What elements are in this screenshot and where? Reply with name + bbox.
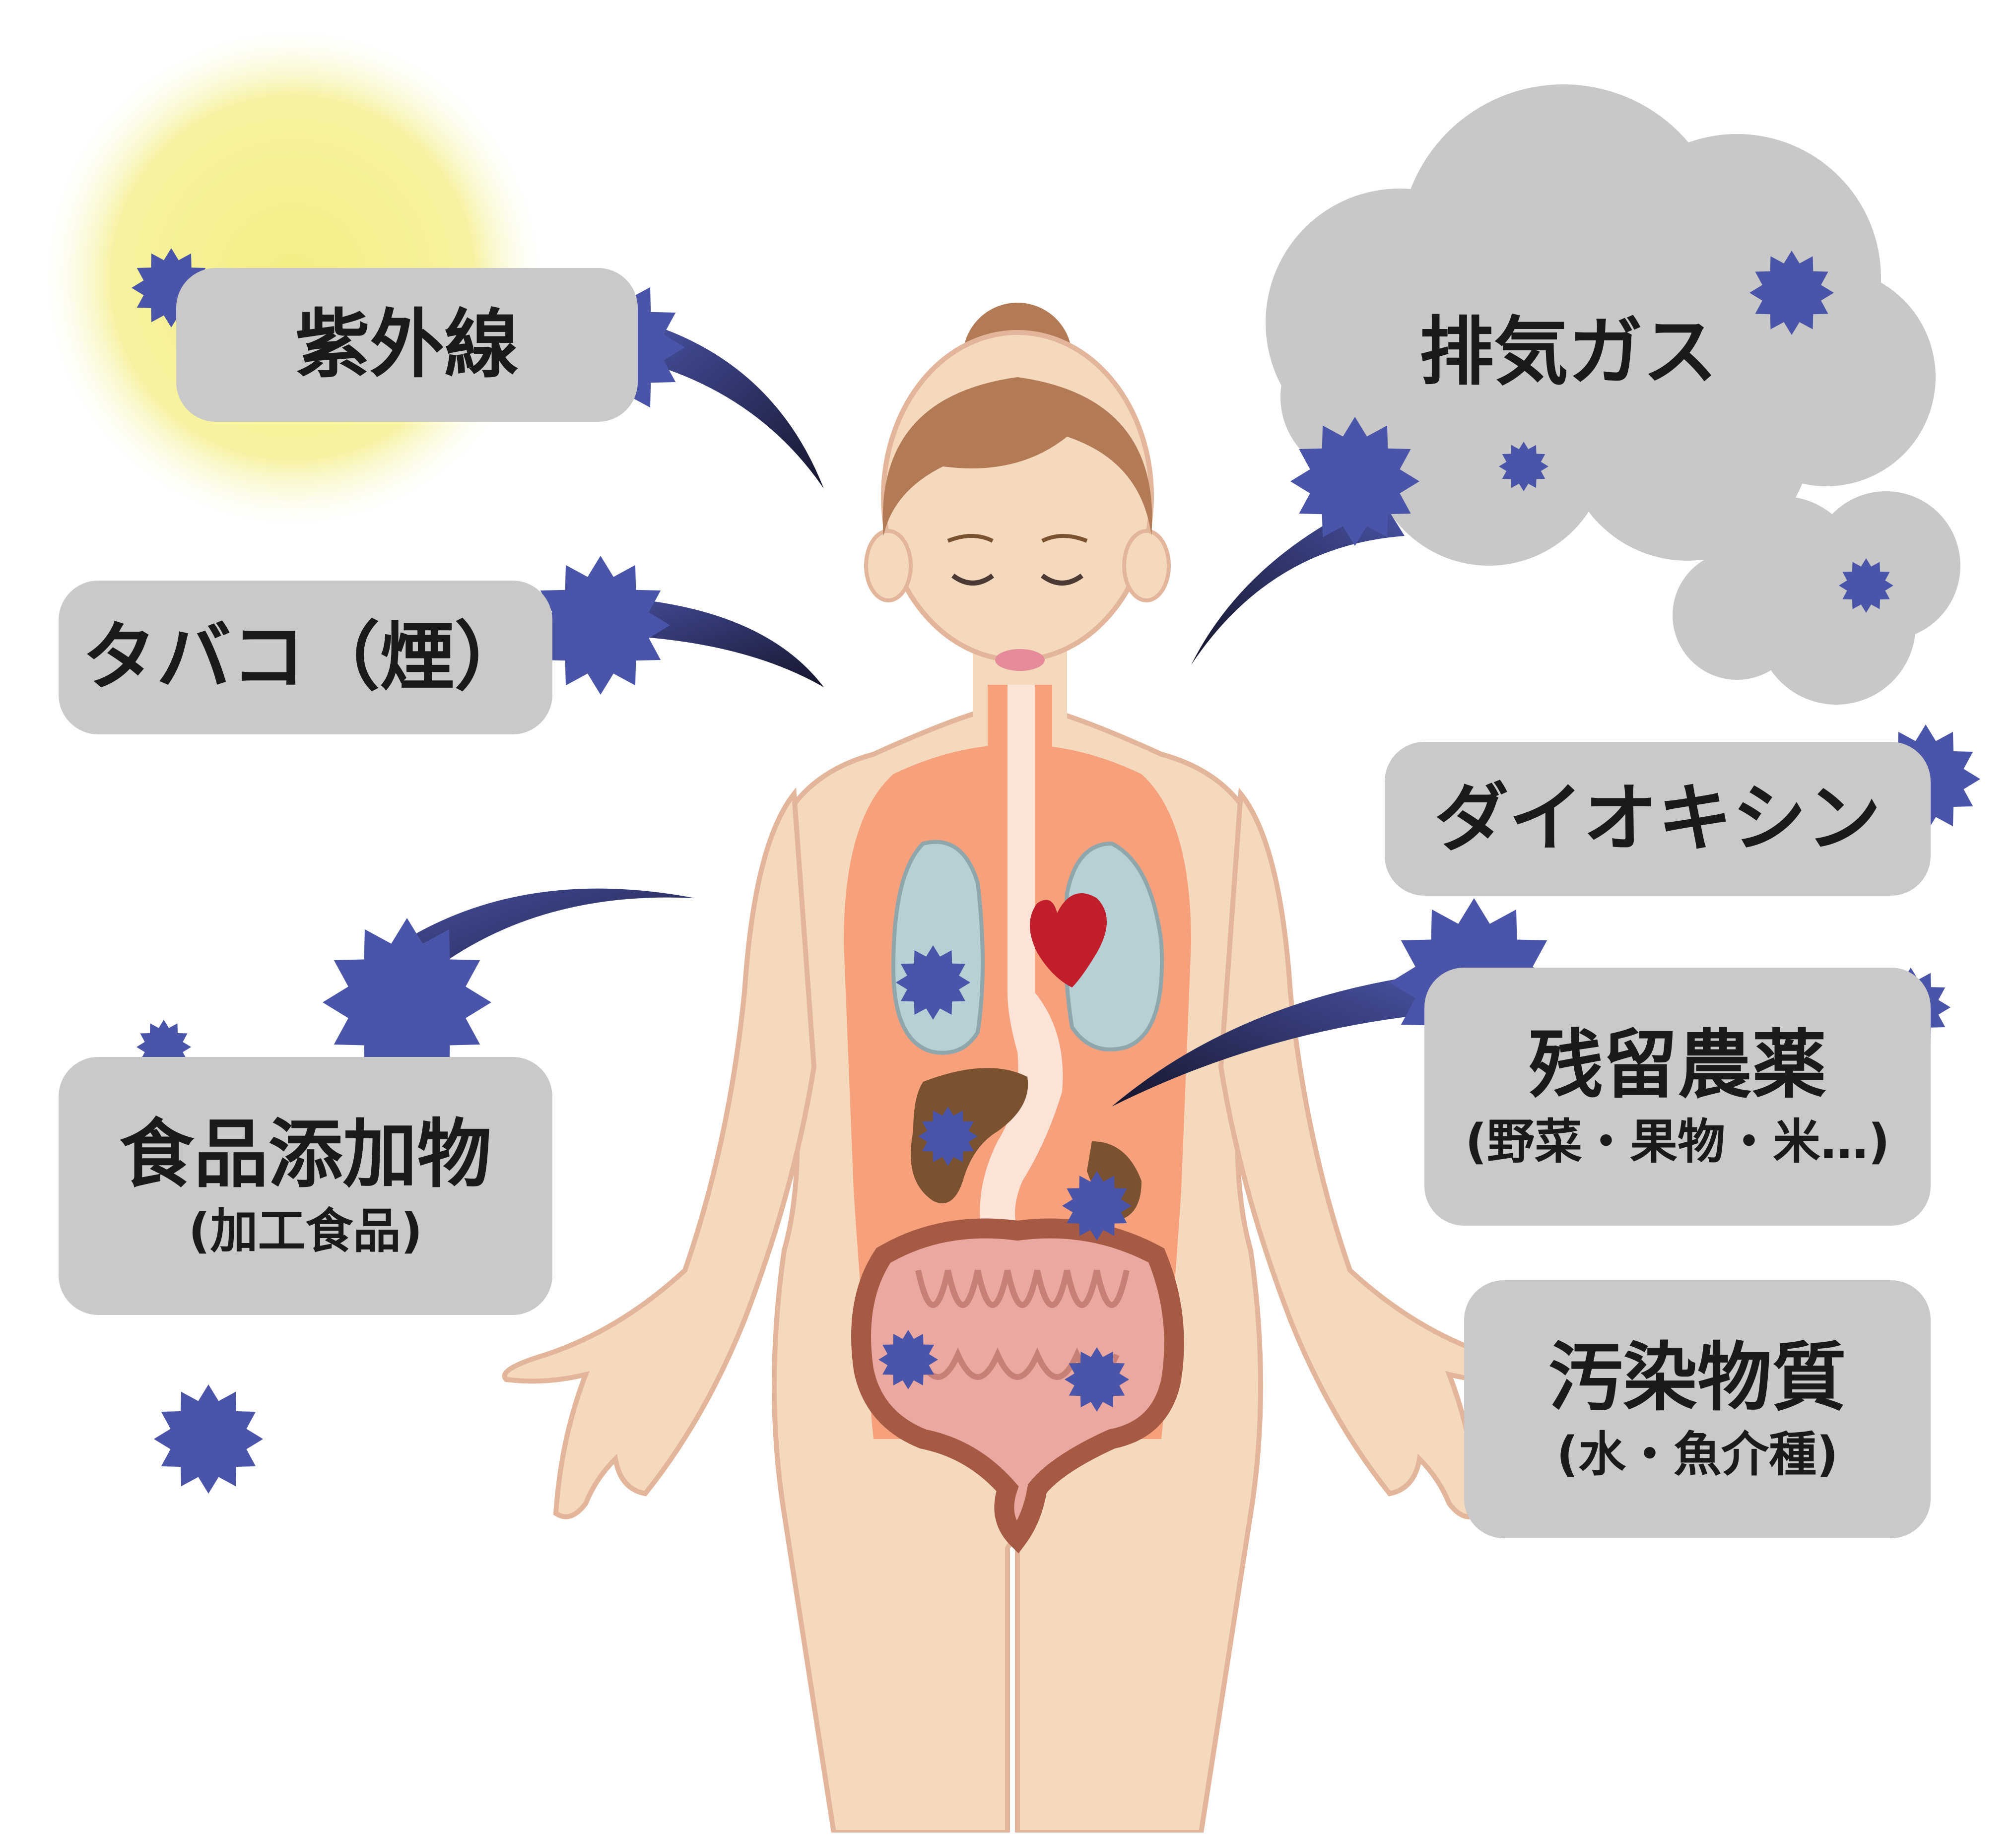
toxin-star-icon: [1290, 417, 1419, 546]
label-exhaust: 排気ガス: [1350, 270, 1787, 434]
label-dioxin: ダイオキシン: [1385, 742, 1931, 896]
toxin-star-icon: [1499, 442, 1548, 491]
label-pesticide: 残留農薬 (野菜・果物・米…): [1424, 968, 1931, 1226]
label-dioxin-title: ダイオキシン: [1434, 775, 1881, 862]
label-food-additives-title: 食品添加物: [119, 1112, 492, 1198]
toxin-star-icon: [878, 1330, 938, 1389]
label-pollutants-sub: (水・魚介種): [1556, 1426, 1838, 1482]
label-pesticide-title: 残留農薬: [1528, 1022, 1826, 1109]
toxin-star-icon: [1749, 251, 1834, 335]
uv-trail: [625, 323, 824, 489]
label-uv-title: 紫外線: [295, 301, 519, 388]
human-body-figure: [502, 303, 1543, 1835]
toxin-star-icon: [1062, 1171, 1132, 1241]
label-food-additives-sub: (加工食品): [188, 1203, 423, 1259]
pesticide-trail: [1112, 973, 1449, 1107]
label-tobacco: タバコ（煙）: [59, 581, 552, 734]
label-pollutants-title: 汚染物質: [1548, 1335, 1846, 1422]
label-pollutants: 汚染物質 (水・魚介種): [1464, 1280, 1931, 1538]
label-uv: 紫外線: [176, 268, 638, 422]
heart-icon: [1030, 893, 1107, 987]
smog-cloud-icon: [1266, 84, 1960, 705]
toxin-star-icon: [1839, 558, 1893, 613]
toxin-star-icon: [896, 945, 970, 1020]
label-food-additives: 食品添加物 (加工食品): [59, 1057, 552, 1315]
label-pesticide-sub: (野菜・果物・米…): [1465, 1114, 1890, 1170]
label-tobacco-title: タバコ（煙）: [82, 614, 529, 701]
toxin-star-icon: [918, 1107, 978, 1166]
label-exhaust-title: 排気ガス: [1419, 309, 1717, 395]
toxin-star-icon: [1065, 1347, 1129, 1412]
toxin-star-icon: [154, 1384, 263, 1494]
toxin-star-icon: [323, 918, 491, 1087]
toxin-star-icon: [531, 556, 670, 695]
